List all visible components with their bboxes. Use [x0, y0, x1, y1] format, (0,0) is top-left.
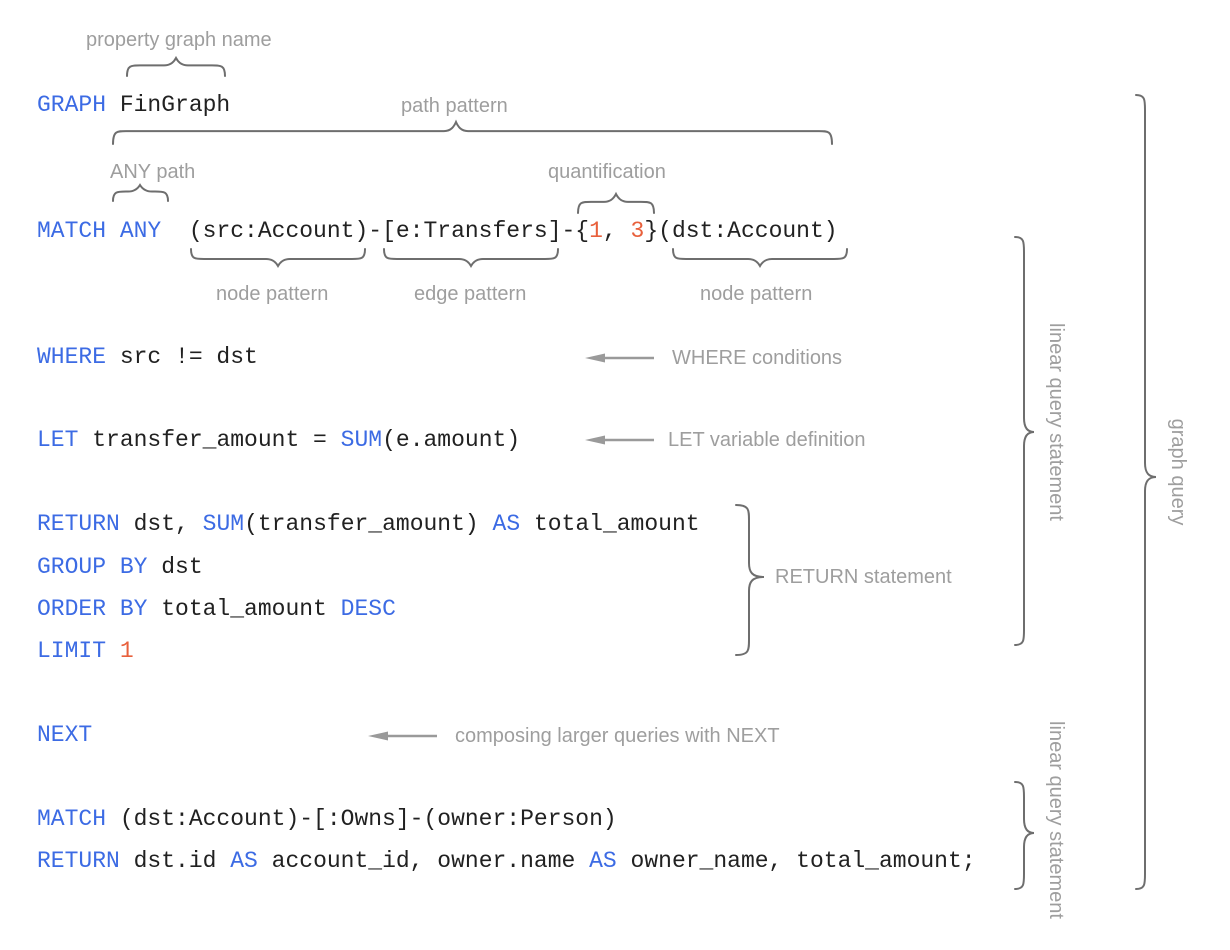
annotation-property-graph-name: property graph name: [86, 29, 272, 51]
annotation-composing-next: composing larger queries with NEXT: [455, 725, 780, 747]
code-line-return-2: RETURN dst.id AS account_id, owner.name …: [37, 848, 976, 874]
brace-graph-query: [1135, 94, 1157, 890]
annotation-return-statement: RETURN statement: [775, 566, 952, 588]
brace-edge-pattern: [383, 248, 559, 269]
code-line-limit: LIMIT 1: [37, 638, 134, 664]
brace-node-pattern-right: [672, 248, 848, 269]
code-line-match: MATCH ANY (src:Account)-[e:Transfers]-{1…: [37, 218, 838, 244]
annotation-path-pattern: path pattern: [401, 95, 508, 117]
annotation-node-pattern-left: node pattern: [216, 283, 329, 305]
code-line-order-by: ORDER BY total_amount DESC: [37, 596, 396, 622]
annotation-linear-query-statement-bottom: linear query statement: [1045, 721, 1067, 919]
annotation-node-pattern-right: node pattern: [700, 283, 813, 305]
brace-linear-query-statement-bottom: [1014, 781, 1035, 890]
annotation-edge-pattern: edge pattern: [414, 283, 527, 305]
brace-node-pattern-left: [190, 248, 366, 269]
brace-return-statement: [735, 504, 765, 656]
brace-any-path: [112, 183, 169, 202]
arrow-where-conditions: [585, 353, 654, 363]
code-line-where: WHERE src != dst: [37, 344, 258, 370]
brace-path-pattern: [112, 119, 833, 145]
annotation-let-variable-definition: LET variable definition: [668, 429, 866, 451]
code-line-group-by: GROUP BY dst: [37, 554, 203, 580]
annotation-any-path: ANY path: [110, 161, 196, 183]
brace-quantification: [577, 191, 655, 214]
code-line-return: RETURN dst, SUM(transfer_amount) AS tota…: [37, 511, 700, 537]
annotation-where-conditions: WHERE conditions: [672, 347, 843, 369]
annotation-graph-query: graph query: [1167, 418, 1189, 526]
brace-property-graph-name: [126, 55, 226, 77]
annotation-quantification: quantification: [548, 161, 666, 183]
arrow-let-definition: [585, 435, 654, 445]
code-line-match-2: MATCH (dst:Account)-[:Owns]-(owner:Perso…: [37, 806, 617, 832]
code-line-let: LET transfer_amount = SUM(e.amount): [37, 427, 521, 453]
annotation-linear-query-statement-top: linear query statement: [1045, 323, 1067, 521]
arrow-composing-next: [368, 731, 437, 741]
code-line-graph: GRAPH FinGraph: [37, 92, 231, 118]
brace-linear-query-statement-top: [1014, 236, 1035, 646]
code-line-next: NEXT: [37, 722, 93, 748]
